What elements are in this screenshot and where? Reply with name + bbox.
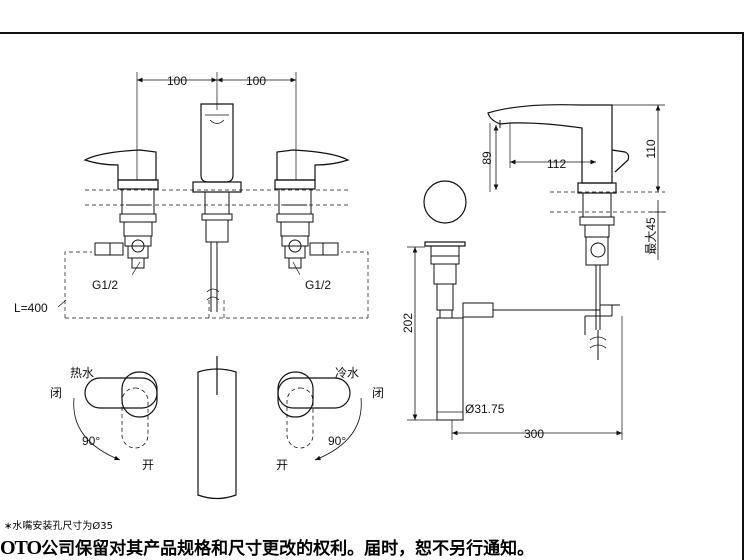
dim-max-thickness: 最大45	[644, 217, 658, 255]
dim-spout-height: 89	[480, 151, 494, 165]
dim-thread-left: G1/2	[92, 278, 118, 292]
drain-view	[407, 180, 623, 440]
label-hot-water: 热水	[70, 366, 94, 380]
dim-spacing-right: 100	[246, 74, 266, 88]
drawing-frame	[0, 32, 744, 560]
front-view	[57, 72, 369, 319]
dim-spacing-left: 100	[167, 74, 187, 88]
dim-drain-diameter: Ø31.75	[465, 402, 505, 416]
dim-hose-length: L=400	[14, 301, 48, 315]
footer-notice: OTO公司保留对其产品规格和尺寸更改的权利。届时，恕不另行通知。	[0, 537, 534, 559]
dim-angle-right: 90°	[328, 434, 346, 448]
label-close-right: 闭	[372, 386, 384, 400]
label-open-left: 开	[142, 458, 154, 472]
brand-logo: OTO	[0, 537, 42, 559]
side-view	[487, 104, 666, 360]
dim-spout-reach: 112	[547, 157, 566, 171]
dim-drain-rod-length: 300	[524, 427, 544, 441]
footnote: ∗水嘴安装孔尺寸为Ø35	[4, 521, 113, 532]
label-cold-water: 冷水	[335, 366, 359, 380]
plan-view	[73, 356, 362, 500]
footer-text: 公司保留对其产品规格和尺寸更改的权利。届时，恕不另行通知。	[41, 539, 535, 559]
dim-angle-left: 90°	[82, 434, 100, 448]
label-close-left: 闭	[50, 386, 62, 400]
label-open-right: 开	[276, 458, 288, 472]
dim-thread-right: G1/2	[305, 278, 331, 292]
dim-drain-height: 202	[401, 313, 415, 333]
dim-total-height: 110	[644, 139, 658, 158]
